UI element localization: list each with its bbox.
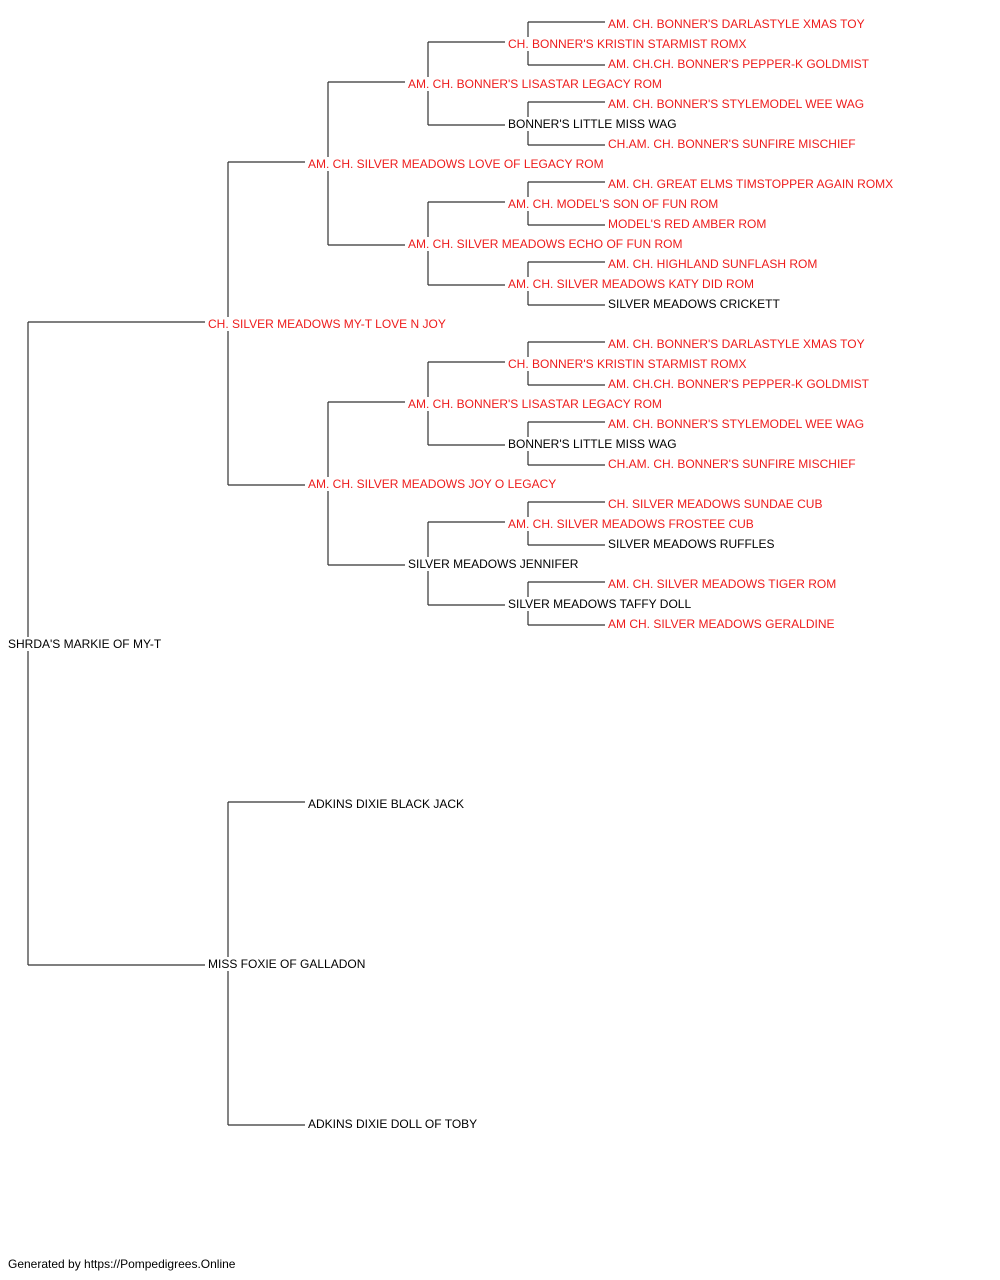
gen6-ancestor: CH.AM. CH. BONNER'S SUNFIRE MISCHIEF	[608, 137, 858, 151]
gen5-ancestor: AM. CH. SILVER MEADOWS FROSTEE CUB	[508, 517, 756, 531]
gen6-ancestor: AM. CH. BONNER'S DARLASTYLE XMAS TOY	[608, 337, 867, 351]
gen4-ancestor: AM. CH. SILVER MEADOWS ECHO OF FUN ROM	[408, 237, 685, 251]
gen6-ancestor: AM. CH. HIGHLAND SUNFLASH ROM	[608, 257, 820, 271]
gen3-ancestor: AM. CH. SILVER MEADOWS JOY O LEGACY	[308, 477, 559, 491]
gen6-ancestor: MODEL'S RED AMBER ROM	[608, 217, 769, 231]
gen6-ancestor: CH. SILVER MEADOWS SUNDAE CUB	[608, 497, 825, 511]
gen3-ancestor: ADKINS DIXIE BLACK JACK	[308, 797, 467, 811]
gen5-ancestor: BONNER'S LITTLE MISS WAG	[508, 117, 679, 131]
gen5-ancestor: CH. BONNER'S KRISTIN STARMIST ROMX	[508, 357, 749, 371]
gen6-ancestor: AM. CH. BONNER'S STYLEMODEL WEE WAG	[608, 417, 867, 431]
gen5-ancestor: CH. BONNER'S KRISTIN STARMIST ROMX	[508, 37, 749, 51]
gen5-ancestor: SILVER MEADOWS TAFFY DOLL	[508, 597, 694, 611]
generated-by-footer: Generated by https://Pompedigrees.Online	[8, 1257, 236, 1271]
gen3-ancestor: AM. CH. SILVER MEADOWS LOVE OF LEGACY RO…	[308, 157, 606, 171]
gen5-ancestor: BONNER'S LITTLE MISS WAG	[508, 437, 679, 451]
gen6-ancestor: AM. CH. BONNER'S DARLASTYLE XMAS TOY	[608, 17, 867, 31]
gen6-ancestor: AM. CH. GREAT ELMS TIMSTOPPER AGAIN ROMX	[608, 177, 896, 191]
gen6-ancestor: SILVER MEADOWS RUFFLES	[608, 537, 777, 551]
gen6-ancestor: AM. CH.CH. BONNER'S PEPPER-K GOLDMIST	[608, 377, 871, 391]
gen6-ancestor: AM. CH.CH. BONNER'S PEPPER-K GOLDMIST	[608, 57, 871, 71]
gen4-ancestor: AM. CH. BONNER'S LISASTAR LEGACY ROM	[408, 397, 664, 411]
gen4-ancestor: AM. CH. BONNER'S LISASTAR LEGACY ROM	[408, 77, 664, 91]
gen6-ancestor: AM CH. SILVER MEADOWS GERALDINE	[608, 617, 837, 631]
gen3-ancestor: ADKINS DIXIE DOLL OF TOBY	[308, 1117, 480, 1131]
gen6-ancestor: AM. CH. SILVER MEADOWS TIGER ROM	[608, 577, 839, 591]
gen6-ancestor: CH.AM. CH. BONNER'S SUNFIRE MISCHIEF	[608, 457, 858, 471]
gen6-ancestor: SILVER MEADOWS CRICKETT	[608, 297, 782, 311]
gen5-ancestor: AM. CH. SILVER MEADOWS KATY DID ROM	[508, 277, 757, 291]
gen5-ancestor: AM. CH. MODEL'S SON OF FUN ROM	[508, 197, 721, 211]
sire-name: CH. SILVER MEADOWS MY-T LOVE N JOY	[208, 317, 448, 331]
dam-name: MISS FOXIE OF GALLADON	[208, 957, 368, 971]
gen6-ancestor: AM. CH. BONNER'S STYLEMODEL WEE WAG	[608, 97, 867, 111]
gen4-ancestor: SILVER MEADOWS JENNIFER	[408, 557, 581, 571]
subject-name: SHRDA'S MARKIE OF MY-T	[8, 637, 164, 651]
